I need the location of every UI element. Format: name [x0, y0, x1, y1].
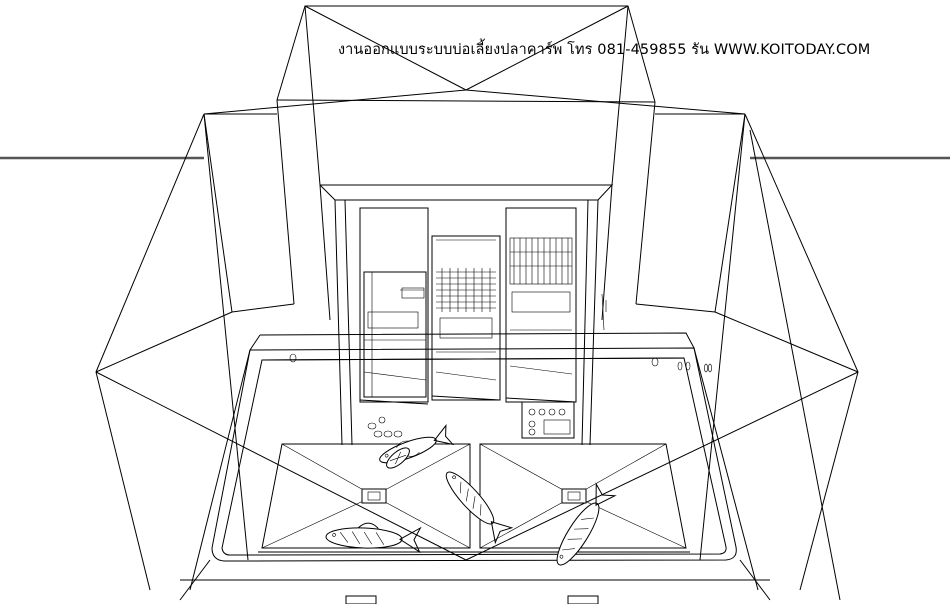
koi-fish-3	[445, 471, 514, 545]
filter-chamber-right	[505, 207, 577, 403]
koi-fish-5	[556, 482, 617, 566]
pond-rim	[179, 332, 771, 601]
koi-fish-4	[325, 522, 422, 554]
structure-outer	[95, 5, 859, 601]
filter-chamber-left	[359, 207, 429, 405]
filter-media-tubes	[509, 237, 573, 285]
koi-fish-2	[386, 447, 410, 469]
filter-brush-grid-middle	[436, 268, 496, 312]
bottom-drain-right	[561, 488, 587, 504]
base-details	[180, 579, 770, 604]
drawing-caption: งานออกแบบระบบบ่อเลี้ยงปลาคาร์พ โทร 081-4…	[338, 42, 871, 58]
wall-fittings	[289, 293, 712, 438]
pond-floor	[258, 443, 690, 553]
pump-box	[521, 401, 575, 439]
filter-room-frame	[319, 184, 614, 446]
bottom-drain-left	[361, 488, 387, 504]
filter-chamber-middle	[431, 235, 501, 401]
